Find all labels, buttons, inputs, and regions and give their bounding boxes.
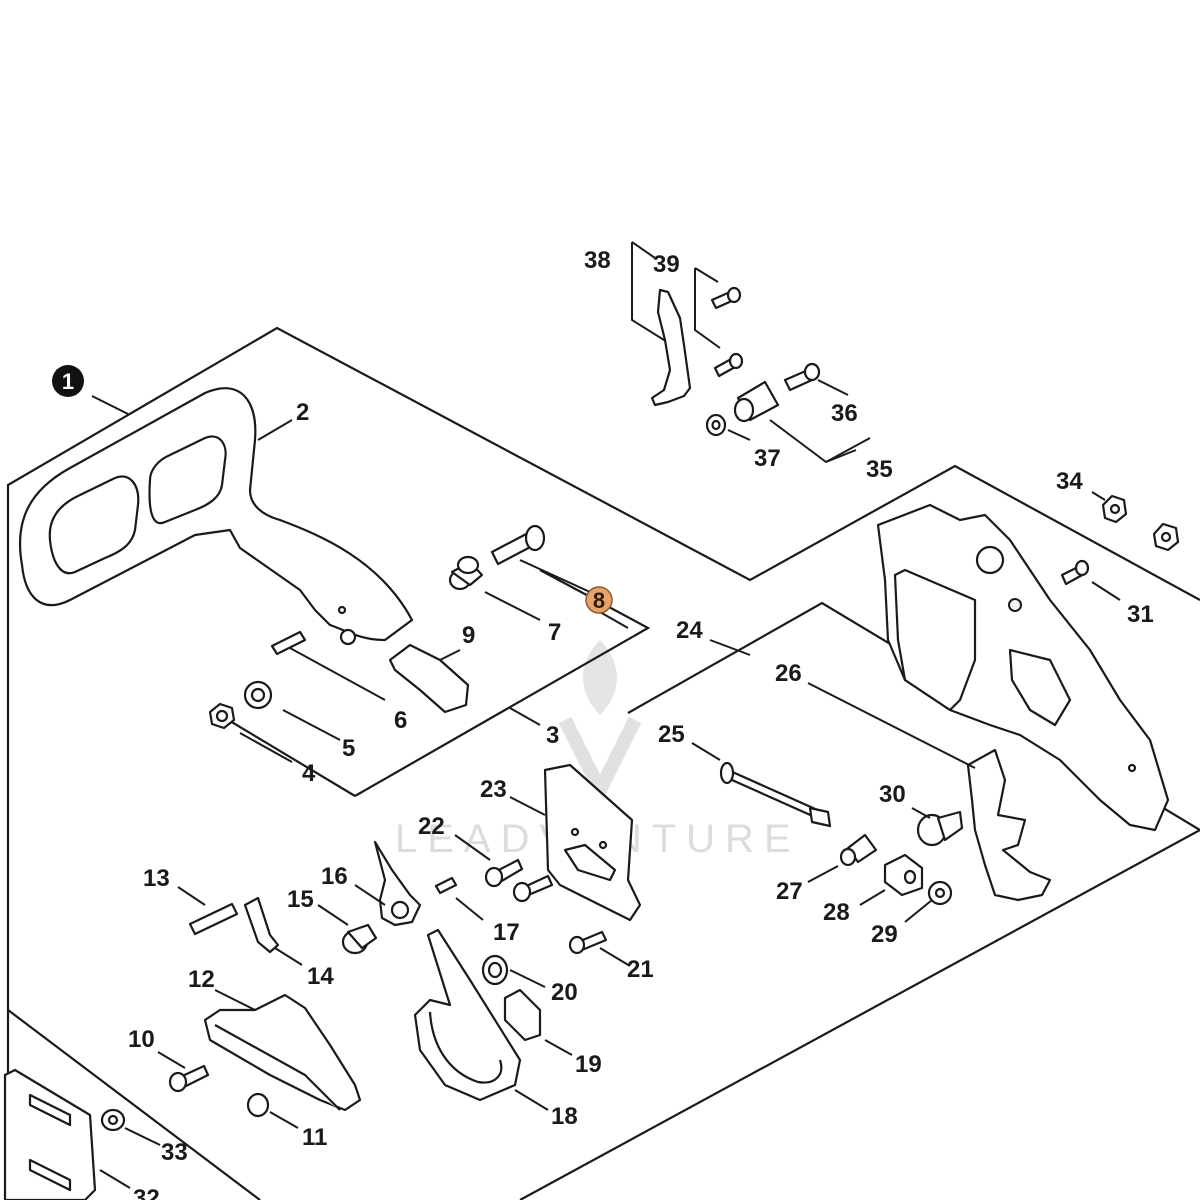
pin-part-17	[434, 876, 458, 895]
washer-part-37	[705, 413, 727, 437]
label-2[interactable]: 2	[296, 399, 309, 426]
assembly-frame	[6, 241, 1200, 1200]
label-4[interactable]: 4	[302, 760, 316, 787]
label-6[interactable]: 6	[394, 707, 407, 734]
cover-plate-part	[3, 1068, 97, 1200]
label-38[interactable]: 38	[584, 247, 611, 274]
adjuster-pin-part	[839, 833, 878, 867]
label-20[interactable]: 20	[551, 979, 578, 1006]
label-39[interactable]: 39	[653, 251, 680, 278]
label-17[interactable]: 17	[493, 919, 520, 946]
label-22[interactable]: 22	[418, 813, 445, 840]
sprocket-cover-part	[876, 503, 1170, 832]
part-labels: 2 3 4 5 6 7 9 10 11 12 13 14 15 16 17 18…	[128, 247, 1154, 1200]
screw-part-21	[568, 930, 608, 955]
label-30[interactable]: 30	[879, 781, 906, 808]
label-33[interactable]: 33	[161, 1139, 188, 1166]
brake-band-part	[413, 928, 522, 1102]
sleeve-part-11	[246, 1092, 270, 1118]
screw-part-39	[710, 286, 744, 378]
screw-part-22	[484, 858, 554, 903]
tensioner-screw-part	[719, 761, 832, 828]
label-25[interactable]: 25	[658, 721, 685, 748]
label-31[interactable]: 31	[1127, 601, 1154, 628]
screw-part-10	[168, 1064, 210, 1093]
nut-part-34	[1101, 494, 1180, 552]
label-34[interactable]: 34	[1056, 468, 1083, 495]
label-18[interactable]: 18	[551, 1103, 578, 1130]
bell-crank-part	[243, 896, 280, 954]
label-32[interactable]: 32	[133, 1185, 160, 1200]
chain-guide-part	[966, 748, 1052, 902]
label-26[interactable]: 26	[775, 660, 802, 687]
leader-lines	[91, 379, 1121, 1189]
label-29[interactable]: 29	[871, 921, 898, 948]
pin-part	[270, 630, 307, 656]
label-14[interactable]: 14	[307, 963, 334, 990]
sleeve-part	[448, 555, 484, 591]
sleeve-part-20	[481, 954, 509, 986]
label-23[interactable]: 23	[480, 776, 507, 803]
assembly-badge[interactable]: 1	[52, 365, 84, 397]
label-12[interactable]: 12	[188, 966, 215, 993]
label-21[interactable]: 21	[627, 956, 654, 983]
brake-cover-part	[203, 993, 362, 1112]
brake-lever-part	[650, 288, 692, 407]
assembly-badge-text: 1	[62, 369, 74, 394]
sleeve-part-15	[341, 923, 378, 955]
gear-part-29	[927, 880, 953, 906]
label-28[interactable]: 28	[823, 899, 850, 926]
nut-part-4	[208, 702, 236, 730]
label-19[interactable]: 19	[575, 1051, 602, 1078]
damper-plate-part	[388, 643, 470, 714]
screw-part-31	[1060, 559, 1090, 586]
label-37[interactable]: 37	[754, 445, 781, 472]
label-5[interactable]: 5	[342, 735, 355, 762]
bushing-part-5	[243, 680, 273, 710]
label-7[interactable]: 7	[548, 619, 561, 646]
block-part	[503, 988, 542, 1042]
spur-gear-part	[916, 810, 964, 847]
brake-band-lever-part	[373, 840, 422, 927]
label-36[interactable]: 36	[831, 400, 858, 427]
label-9[interactable]: 9	[462, 622, 475, 649]
label-27[interactable]: 27	[776, 878, 803, 905]
label-3[interactable]: 3	[546, 722, 559, 749]
label-35[interactable]: 35	[866, 456, 893, 483]
label-16[interactable]: 16	[321, 863, 348, 890]
label-13[interactable]: 13	[143, 865, 170, 892]
screw-part-8	[490, 524, 546, 566]
highlighted-part-badge[interactable]: 8	[585, 586, 613, 614]
sleeve-part-35	[733, 380, 780, 423]
guide-plate-part	[543, 763, 642, 922]
spring-part	[188, 902, 239, 936]
highlighted-part-badge-text: 8	[593, 588, 605, 613]
screw-part-33	[100, 1108, 126, 1132]
front-handle-part	[18, 387, 414, 646]
label-10[interactable]: 10	[128, 1026, 155, 1053]
screw-part-36	[783, 362, 821, 392]
label-15[interactable]: 15	[287, 886, 314, 913]
slide-part	[883, 853, 924, 897]
label-24[interactable]: 24	[676, 617, 703, 644]
label-11[interactable]: 11	[302, 1124, 327, 1151]
